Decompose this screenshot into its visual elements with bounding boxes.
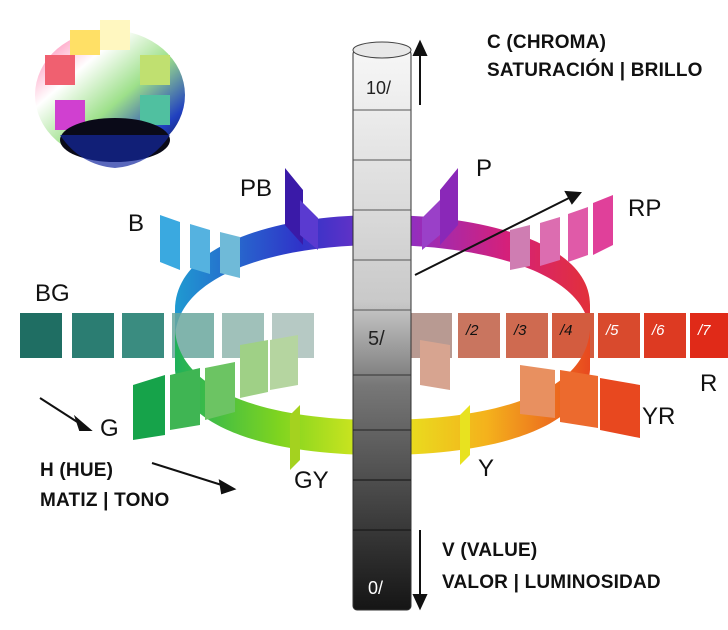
hue-title: H (HUE) xyxy=(40,460,113,482)
hue-label-rp: RP xyxy=(628,195,661,223)
hue-label-bg: BG xyxy=(35,280,70,308)
chroma-step-7: /7 xyxy=(698,322,711,339)
value-subtitle: VALOR | LUMINOSIDAD xyxy=(442,572,661,594)
chroma-title: C (CHROMA) xyxy=(487,32,606,54)
value-top-label: 10/ xyxy=(366,78,391,99)
chroma-step-6: /6 xyxy=(652,322,665,339)
bg-chroma-row xyxy=(20,313,314,358)
value-middle-label: 5/ xyxy=(368,328,385,351)
hue-label-g: G xyxy=(100,415,119,443)
color-solid-illustration xyxy=(35,20,185,168)
hue-label-gy: GY xyxy=(294,467,329,495)
value-bottom-label: 0/ xyxy=(368,578,383,599)
chroma-step-3: /3 xyxy=(514,322,527,339)
hue-label-r: R xyxy=(700,370,717,398)
value-axis-pole xyxy=(353,42,411,610)
hue-subtitle: MATIZ | TONO xyxy=(40,490,169,512)
hue-label-yr: YR xyxy=(642,403,675,431)
chroma-step-2: /2 xyxy=(466,322,479,339)
value-title: V (VALUE) xyxy=(442,540,537,562)
hue-label-pb: PB xyxy=(240,175,272,203)
chroma-step-4: /4 xyxy=(560,322,573,339)
hue-label-b: B xyxy=(128,210,144,238)
hue-label-y: Y xyxy=(478,455,494,483)
hue-label-p: P xyxy=(476,155,492,183)
chroma-subtitle: SATURACIÓN | BRILLO xyxy=(487,60,703,82)
chroma-step-5: /5 xyxy=(606,322,619,339)
